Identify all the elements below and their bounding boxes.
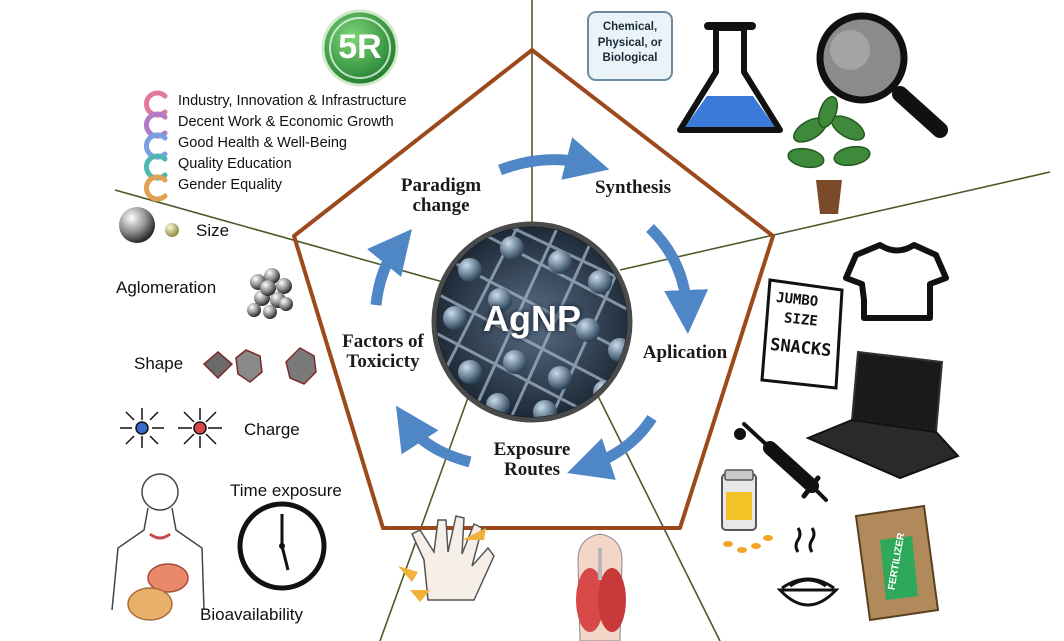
arrow-paradigm-to-synthesis <box>498 137 610 180</box>
five-r-logo-text: 5R <box>338 28 382 66</box>
charge-icons <box>120 408 222 448</box>
factor-charge-label: Charge <box>244 420 300 439</box>
agnp-center-circle <box>431 221 633 423</box>
sdg-cycle-icon <box>144 90 168 202</box>
laptop-icon <box>805 350 960 480</box>
synthesis-box <box>587 11 673 81</box>
factor-size-label: Size <box>196 221 230 240</box>
factor-agglomeration-label: Aglomeration <box>116 278 217 297</box>
noodle-bowl-icon <box>776 527 840 607</box>
clock-icon <box>237 501 327 591</box>
sdg-item-quality-education: Quality Education <box>178 156 292 172</box>
step-factors-of-toxicity: Factors of Toxicicty <box>342 331 424 372</box>
factor-shape-label: Shape <box>134 354 184 373</box>
plant-icon <box>787 95 871 214</box>
syringe-icon <box>734 422 828 502</box>
snacks-text-line2: SIZE <box>783 310 819 330</box>
magnifier-icon <box>816 12 948 138</box>
cycle-pentagon <box>292 48 775 530</box>
sdg-item-decent-work: Decent Work & Economic Growth <box>178 114 394 130</box>
sdg-item-industry: Industry, Innovation & Infrastructure <box>178 93 407 109</box>
arrow-application-to-exposure <box>567 414 657 480</box>
hand-icon <box>398 515 495 602</box>
arrow-exposure-to-toxicity <box>395 405 472 468</box>
size-spheres <box>119 207 179 243</box>
shape-polyhedra-icons <box>202 347 317 385</box>
step-application: Aplication <box>642 342 728 363</box>
arrow-toxicity-to-paradigm <box>367 228 412 306</box>
arrow-synthesis-to-application <box>646 224 709 334</box>
step-exposure-routes: Exposure Routes <box>493 439 571 480</box>
human-body-icon <box>111 473 205 621</box>
agnp-center-label: AgNP <box>483 298 581 339</box>
step-paradigm-change: Paradigm change <box>400 175 482 216</box>
sdg-item-good-health: Good Health & Well-Being <box>178 135 347 151</box>
flask-icon <box>677 22 783 133</box>
five-r-logo <box>321 9 399 87</box>
fertilizer-bag-icon <box>854 504 940 622</box>
step-synthesis: Synthesis <box>594 177 672 198</box>
agglomeration-cluster-icon <box>247 268 293 319</box>
factor-time-exposure-label: Time exposure <box>230 481 342 500</box>
synthesis-methods-text: Chemical, Physical, or Biological <box>597 21 663 65</box>
tshirt-icon <box>843 242 949 321</box>
respiratory-system-icon <box>576 533 626 641</box>
snacks-bag-icon <box>760 278 844 390</box>
sdg-item-gender-equality: Gender Equality <box>178 177 282 193</box>
factor-bioavailability-label: Bioavailability <box>200 605 303 624</box>
cycle-arrows <box>367 137 709 480</box>
pill-bottle-icon <box>721 469 773 553</box>
